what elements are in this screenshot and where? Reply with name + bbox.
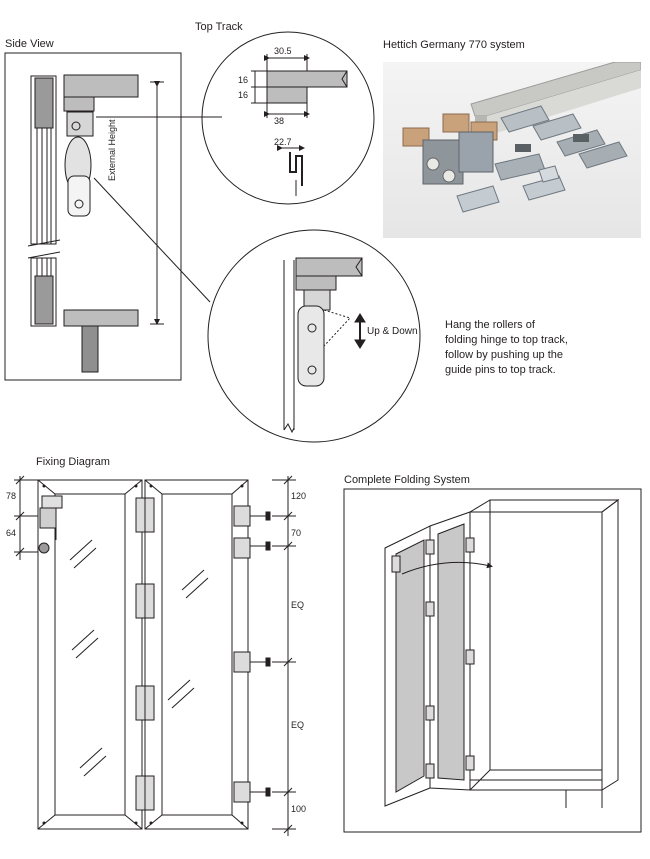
fix-dim-120: 120 bbox=[291, 491, 307, 501]
side-view-frame bbox=[4, 52, 182, 381]
fixing-side-hinges bbox=[233, 505, 271, 803]
fix-dim-eq-1: EQ bbox=[291, 600, 305, 610]
detail-door-edge bbox=[283, 260, 295, 434]
track-dim-38: 38 bbox=[274, 116, 285, 126]
hardware-photo bbox=[383, 62, 641, 238]
instruction-line-3: follow by pushing up the bbox=[445, 349, 564, 361]
fixing-left-door bbox=[37, 479, 143, 830]
fold-direction-arrow bbox=[401, 561, 493, 575]
photo-caption: Hettich Germany 770 system bbox=[383, 39, 525, 51]
external-height-dimension bbox=[150, 81, 164, 325]
fixing-diagram-title: Fixing Diagram bbox=[36, 456, 110, 468]
side-view-title: Side View bbox=[5, 38, 54, 50]
fix-dim-100: 100 bbox=[291, 804, 307, 814]
fix-dim-78: 78 bbox=[6, 491, 17, 501]
side-view-door bbox=[27, 75, 61, 327]
side-view-hinge bbox=[64, 111, 94, 217]
detail-track bbox=[295, 257, 363, 291]
mounting-detail-circle bbox=[207, 229, 421, 443]
instruction-line-2: folding hinge to top track, bbox=[445, 334, 568, 346]
up-down-arrow-icon bbox=[354, 313, 366, 349]
track-dim-16b: 16 bbox=[238, 90, 249, 100]
hardware-kit-illustration bbox=[402, 62, 641, 213]
instruction-line-4: guide pins to top track. bbox=[445, 364, 556, 376]
fix-dim-eq-2: EQ bbox=[291, 720, 305, 730]
cabinet-hinges bbox=[391, 537, 475, 779]
top-track-profile bbox=[251, 54, 348, 196]
side-view-top-track bbox=[63, 74, 139, 112]
fix-dim-70: 70 bbox=[291, 528, 302, 538]
complete-system-title: Complete Folding System bbox=[344, 474, 470, 486]
fixing-center-hinges bbox=[135, 497, 155, 811]
fixing-screws bbox=[42, 484, 244, 825]
detail-leader bbox=[93, 177, 211, 303]
fix-dim-64: 64 bbox=[6, 528, 17, 538]
fixing-left-dimensions bbox=[14, 475, 38, 560]
up-down-label: Up & Down bbox=[367, 326, 418, 337]
top-track-detail-circle bbox=[201, 31, 375, 205]
side-view-bottom-shelf bbox=[63, 309, 139, 373]
track-dim-22-7: 22.7 bbox=[274, 137, 292, 147]
fixing-top-guide bbox=[38, 495, 63, 554]
fixing-right-dimensions bbox=[272, 475, 296, 836]
top-track-title: Top Track bbox=[195, 21, 243, 33]
fixing-right-door bbox=[144, 479, 249, 830]
detail-hinge bbox=[297, 289, 351, 387]
complete-system-frame bbox=[343, 488, 642, 833]
track-dim-16a: 16 bbox=[238, 75, 249, 85]
instruction-line-1: Hang the rollers of bbox=[445, 319, 535, 331]
folding-door-panels bbox=[384, 511, 471, 807]
cabinet-carcass bbox=[468, 499, 620, 808]
track-dim-30-5: 30.5 bbox=[274, 46, 292, 56]
